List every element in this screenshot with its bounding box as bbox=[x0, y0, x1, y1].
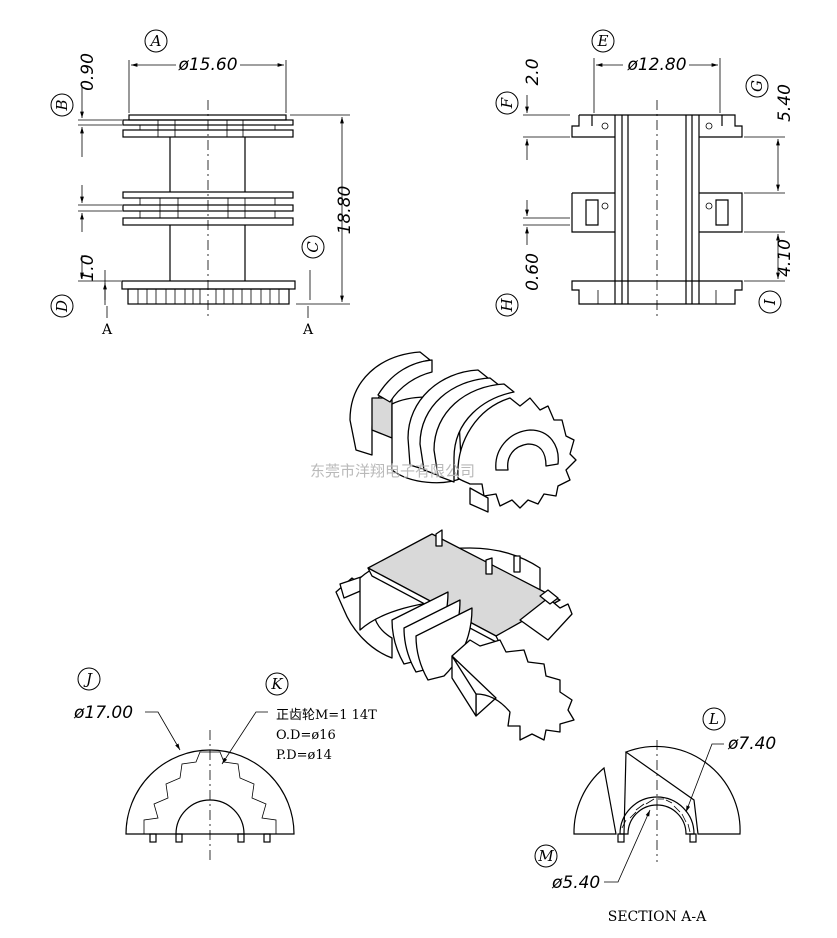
gear-view: ø17.00 J K 正齿轮M=1 14T O.D=ø16 P.D=ø14 bbox=[73, 667, 377, 860]
gear-note-line1: 正齿轮M=1 14T bbox=[276, 708, 377, 723]
dim-top-diameter: ø15.60 bbox=[177, 55, 237, 75]
watermark: 东莞市洋翔电子有限公司 bbox=[310, 462, 475, 480]
side-view: ø12.80 E 2.0 F 5.40 G 0.60 H 4.10 I bbox=[495, 29, 795, 320]
gear-note-line2: O.D=ø16 bbox=[276, 728, 336, 743]
section-inner-dim: ø5.40 bbox=[551, 873, 600, 893]
balloon-f-label: F bbox=[498, 97, 516, 109]
dim-flange-thickness: 0.90 bbox=[78, 53, 98, 91]
balloon-i-label: I bbox=[761, 298, 779, 306]
balloon-k-label: K bbox=[270, 675, 283, 693]
section-outer-dim: ø7.40 bbox=[727, 734, 776, 754]
base-teeth-lines bbox=[137, 289, 280, 304]
balloon-c-label: C bbox=[304, 241, 322, 253]
dim-lower-height: 4.10 bbox=[775, 239, 795, 277]
isometric-bottom-part bbox=[335, 529, 575, 741]
balloon-d-label: D bbox=[53, 300, 71, 313]
balloon-b-label: B bbox=[53, 99, 71, 111]
dim-pin-gap: 0.60 bbox=[523, 253, 543, 291]
dim-upper-height: 5.40 bbox=[775, 84, 795, 122]
dim-base-thickness: 1.0 bbox=[78, 254, 98, 281]
balloon-a bbox=[144, 29, 168, 53]
balloon-m-label: M bbox=[537, 847, 554, 865]
dim-side-diameter: ø12.80 bbox=[626, 55, 686, 75]
dim-top-gap: 2.0 bbox=[523, 58, 543, 85]
gear-note-line3: P.D=ø14 bbox=[276, 748, 332, 763]
gear-od-dim: ø17.00 bbox=[73, 703, 133, 723]
balloon-j-label: J bbox=[83, 670, 93, 688]
balloon-a-label: A bbox=[149, 32, 162, 50]
section-view: ø7.40 ø5.40 L M SECTION A-A bbox=[534, 707, 776, 925]
section-hatch bbox=[621, 798, 691, 833]
balloon-h-label: H bbox=[498, 298, 516, 313]
section-caption: SECTION A-A bbox=[608, 909, 707, 925]
balloon-l-label: L bbox=[708, 710, 719, 728]
front-view: ø15.60 A 0.90 B 1.0 D 18.80 C bbox=[50, 29, 355, 338]
section-mark-left: A bbox=[101, 322, 113, 338]
section-mark-right: A bbox=[302, 322, 314, 338]
balloon-g-label: G bbox=[748, 80, 766, 92]
dim-overall-height: 18.80 bbox=[335, 186, 355, 235]
balloon-e-label: E bbox=[597, 32, 609, 50]
isometric-top-part bbox=[349, 351, 577, 513]
